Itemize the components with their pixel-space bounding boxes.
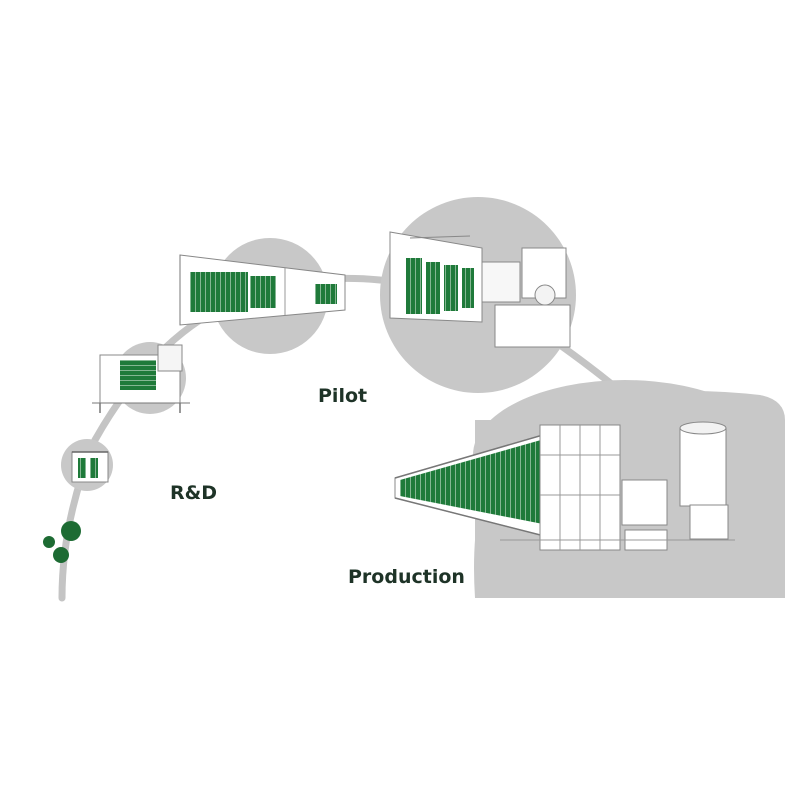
- rnd-lab-unit-icon: [71, 451, 109, 483]
- stage-label-rnd: R&D: [170, 482, 217, 504]
- stage-label-production: Production: [348, 566, 465, 588]
- production-line-icon: [394, 421, 735, 551]
- start-dot-medium: [53, 547, 69, 563]
- pilot-plant-icon: [389, 231, 571, 348]
- production-bubble: [474, 391, 785, 598]
- rnd-bench-unit-icon: [92, 344, 190, 413]
- pilot-skid-icon: [179, 254, 346, 326]
- stage-label-pilot: Pilot: [318, 385, 367, 407]
- start-dot-small: [43, 536, 55, 548]
- start-dot-large: [61, 521, 81, 541]
